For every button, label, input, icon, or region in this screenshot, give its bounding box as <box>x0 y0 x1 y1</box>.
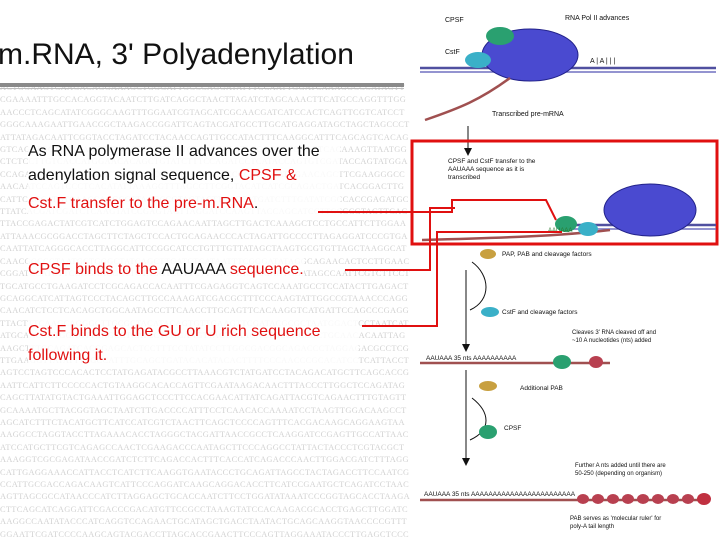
cstf-transfer-highlight: Cst.F transfer to the pre-m.RNA <box>28 195 254 212</box>
label-transfer-1: CPSF and CstF transfer to the <box>448 158 536 165</box>
label-additional-pab: Additional PAB <box>520 385 563 392</box>
paragraph-transfer-line-1: As RNA polymerase II advances over the <box>28 143 320 160</box>
label-pab-1: PAB serves as 'molecular ruler' for <box>570 516 661 522</box>
label-transcribed: Transcribed pre-mRNA <box>492 111 564 118</box>
pab-chain-6 <box>652 494 664 504</box>
label-further-2: 50-250 (depending on organism) <box>575 471 662 477</box>
label-pab-2: poly-A tail length <box>570 524 614 530</box>
slide-title: m.RNA, 3' Polyadenylation <box>0 38 354 71</box>
sequence-text: sequence. <box>225 261 304 278</box>
label-cleaved-1: Cleaves 3' RNA cleaved off and <box>572 330 656 336</box>
paragraph-cstf-binds: Cst.F binds to the GU or U rich sequence… <box>28 320 358 368</box>
pap-icon <box>480 249 496 259</box>
step-4-panel: Additional PAB CPSF Further A nts added … <box>420 381 711 530</box>
label-seq-1: AAUAAA 35 nts AAAAAAAAAA <box>426 355 517 362</box>
title-underline <box>0 83 404 87</box>
curve-arrow-2 <box>469 397 487 441</box>
cpsf-highlight: CPSF & <box>238 167 297 184</box>
cpsf-complex-2 <box>555 216 577 232</box>
step-1-panel: CPSF RNA Pol II advances CstF A | A | | … <box>420 15 716 156</box>
label-cstf-cleavage: CstF and cleavage factors <box>502 309 578 316</box>
paragraph-cstf-line-1: Cst.F binds to the GU or U rich sequence <box>28 323 321 340</box>
pre-mrna-strand-1 <box>424 76 511 122</box>
pointer-line-cpsf <box>345 207 455 271</box>
line-2-text: adenylation signal sequence, <box>28 167 239 184</box>
aauaaa-text: AAUAAA <box>161 261 226 278</box>
rna-polymerase-ii-2 <box>603 183 697 237</box>
paragraph-transfer: As RNA polymerase II advances over the a… <box>28 140 340 216</box>
cpsf-release-icon <box>479 425 497 439</box>
pab-chain-7 <box>667 494 679 504</box>
paragraph-transfer-line-3: Cst.F transfer to the pre-m.RNA. <box>28 192 340 216</box>
label-transfer-3: transcribed <box>448 174 481 181</box>
pab-chain-1 <box>577 494 589 504</box>
label-rna-pol-advances: RNA Pol II advances <box>565 15 630 22</box>
cpsf-complex-1 <box>486 27 514 45</box>
label-pap-factors: PAP, PAB and cleavage factors <box>502 251 592 258</box>
label-cpsf-bottom: CPSF <box>504 425 521 432</box>
title-underline-thin <box>0 88 404 89</box>
pab-chain-3 <box>607 494 619 504</box>
label-further-1: Further A nts added until there are <box>575 463 666 469</box>
cstf-complex-1 <box>465 52 491 68</box>
highlight-box <box>410 139 719 246</box>
label-transfer-2: AAUAAA sequence as it is <box>448 166 525 173</box>
line-3-period: . <box>253 195 259 212</box>
cpsf-binds-text: CPSF binds to the <box>28 261 162 278</box>
label-cleaved-2: ~10 A nucleotides (nts) added <box>572 338 651 344</box>
label-seq-2: AAUAAA 35 nts AAAAAAAAAAAAAAAAAAAAAAAA <box>424 491 576 498</box>
paragraph-transfer-line-2: adenylation signal sequence, CPSF & <box>28 164 340 188</box>
pointer-line-transfer <box>318 199 557 221</box>
pab-chain-4 <box>622 494 634 504</box>
pab-chain-8 <box>682 494 694 504</box>
cstf-complex-2 <box>578 222 598 236</box>
label-a-marks: A | A | | | <box>590 58 615 65</box>
step-2-panel: CPSF and CstF transfer to the AAUAAA seq… <box>421 158 716 242</box>
label-cstf-top: CstF <box>445 49 460 56</box>
paragraph-cstf-line-2: following it. <box>28 347 108 364</box>
label-cpsf-top: CPSF <box>445 17 464 24</box>
pab-chain-2 <box>592 494 604 504</box>
curve-arrow-1 <box>469 261 487 311</box>
cstf-release-icon <box>481 307 499 317</box>
step-3-panel: PAP, PAB and cleavage factors CstF and c… <box>420 249 656 466</box>
pab-chain-5 <box>637 494 649 504</box>
pab-icon-1 <box>589 356 603 368</box>
cpsf-complex-3 <box>553 355 571 369</box>
pab-chain-end <box>697 493 711 505</box>
paragraph-cpsf-binds: CPSF binds to the AAUAAA sequence. <box>28 258 304 282</box>
additional-pab-icon <box>479 381 497 391</box>
pointer-line-cstf <box>362 231 562 327</box>
